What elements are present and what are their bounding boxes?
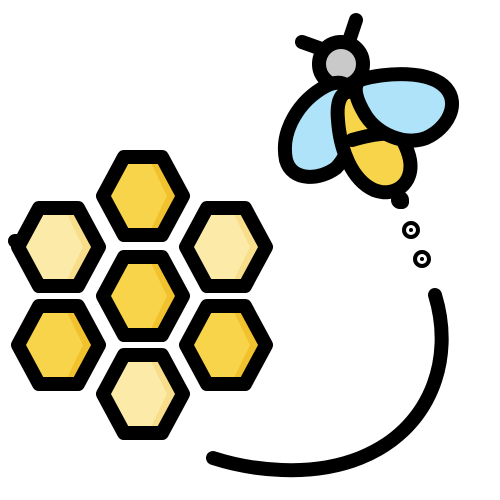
- honeycomb-cell-top: [96, 150, 190, 242]
- honeycomb-cell-upper-right: [179, 201, 273, 293]
- flight-path-dot: [413, 250, 431, 268]
- flight-path-dot: [402, 221, 420, 239]
- honeycomb-cell-lower-left: [11, 299, 106, 391]
- honeycomb-cell-lower-right: [179, 299, 273, 391]
- bee-wing-right: [348, 67, 459, 148]
- honeycomb-cell-bottom: [96, 348, 190, 440]
- bee-icon: [277, 13, 459, 209]
- honeycomb-cell-center: [96, 250, 190, 342]
- honeycomb-icon: [11, 150, 273, 440]
- bee-stinger: [389, 183, 409, 209]
- flight-path-curve: [206, 288, 449, 478]
- honeycomb-cell-upper-left: [11, 201, 106, 293]
